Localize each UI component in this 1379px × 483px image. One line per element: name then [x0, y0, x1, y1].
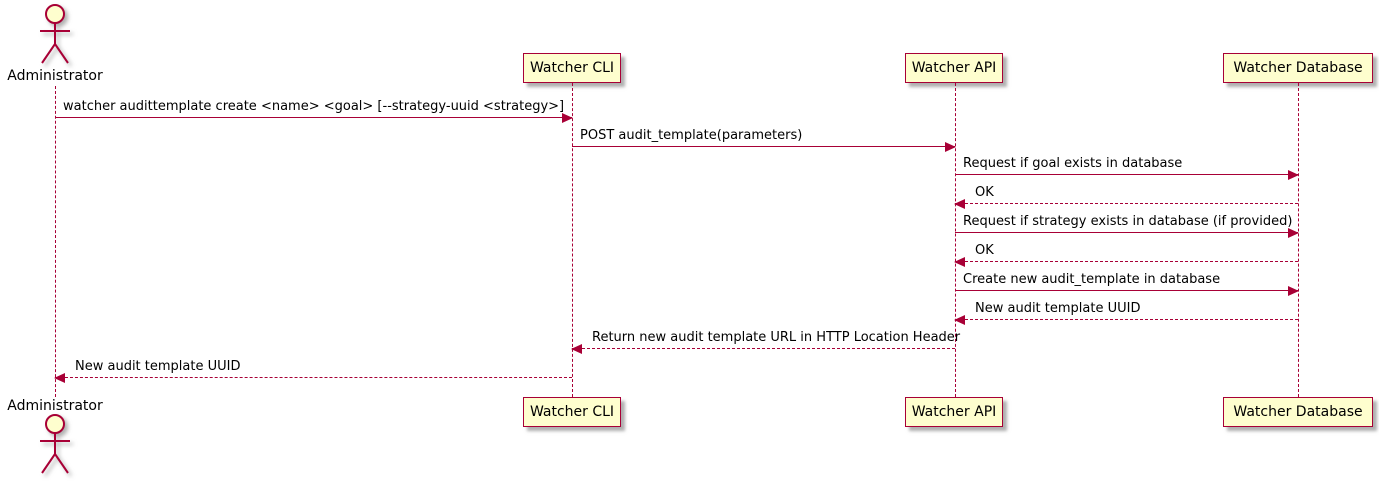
participant-box-watcher-api-bottom: Watcher API: [905, 397, 1003, 427]
message-strategy-ok: OK: [954, 243, 1298, 267]
participant-label-watcher-cli-bottom: Watcher CLI: [529, 404, 615, 420]
participant-box-watcher-cli-bottom: Watcher CLI: [523, 397, 621, 427]
message-label: watcher audittemplate create <name> <goa…: [63, 99, 565, 114]
arrowhead-left-icon: [954, 257, 965, 267]
message-label: New audit template UUID: [75, 359, 241, 374]
message-label: Request if goal exists in database: [963, 156, 1183, 171]
message-request-goal-exists: Request if goal exists in database: [955, 156, 1299, 180]
message-label: Return new audit template URL in HTTP Lo…: [592, 330, 961, 345]
message-request-strategy-exists: Request if strategy exists in database (…: [955, 214, 1299, 238]
arrowhead-right-icon: [1288, 170, 1299, 180]
message-label: POST audit_template(parameters): [580, 128, 803, 143]
participant-box-watcher-cli-top: Watcher CLI: [523, 53, 621, 83]
arrowhead-left-icon: [954, 199, 965, 209]
message-label: Create new audit_template in database: [963, 272, 1221, 287]
participant-label-administrator-top: Administrator: [7, 68, 103, 84]
arrowhead-left-icon: [954, 315, 965, 325]
participant-box-watcher-database-bottom: Watcher Database: [1223, 397, 1373, 427]
participant-box-watcher-database-top: Watcher Database: [1223, 53, 1373, 83]
participant-label-watcher-api-top: Watcher API: [911, 60, 997, 76]
message-label: New audit template UUID: [975, 301, 1141, 316]
arrowhead-right-icon: [1288, 228, 1299, 238]
lifeline-watcher-cli: [572, 83, 573, 397]
arrowhead-right-icon: [562, 113, 573, 123]
message-label: Request if strategy exists in database (…: [963, 214, 1293, 229]
message-create-audit-template-db: Create new audit_template in database: [955, 272, 1299, 296]
arrowhead-right-icon: [945, 142, 956, 152]
participant-label-watcher-database-bottom: Watcher Database: [1233, 404, 1363, 420]
message-admin-create-audittemplate: watcher audittemplate create <name> <goa…: [55, 99, 573, 123]
arrowhead-left-icon: [54, 373, 65, 383]
message-db-new-uuid: New audit template UUID: [954, 301, 1298, 325]
actor-icon: [40, 4, 70, 64]
lifeline-watcher-database: [1298, 83, 1299, 397]
actor-icon: [40, 414, 70, 474]
message-label: OK: [975, 185, 994, 200]
message-post-audit-template: POST audit_template(parameters): [572, 128, 956, 152]
participant-label-watcher-api-bottom: Watcher API: [911, 404, 997, 420]
arrowhead-left-icon: [571, 344, 582, 354]
lifeline-administrator: [55, 86, 56, 397]
lifeline-watcher-api: [955, 83, 956, 397]
participant-label-administrator-bottom: Administrator: [7, 398, 103, 414]
message-return-location-header: Return new audit template URL in HTTP Lo…: [571, 330, 961, 354]
participant-label-watcher-database-top: Watcher Database: [1233, 60, 1363, 76]
message-label: OK: [975, 243, 994, 258]
message-cli-new-uuid: New audit template UUID: [54, 359, 572, 383]
message-goal-ok: OK: [954, 185, 1298, 209]
participant-box-watcher-api-top: Watcher API: [905, 53, 1003, 83]
arrowhead-right-icon: [1288, 286, 1299, 296]
participant-label-watcher-cli-top: Watcher CLI: [529, 60, 615, 76]
